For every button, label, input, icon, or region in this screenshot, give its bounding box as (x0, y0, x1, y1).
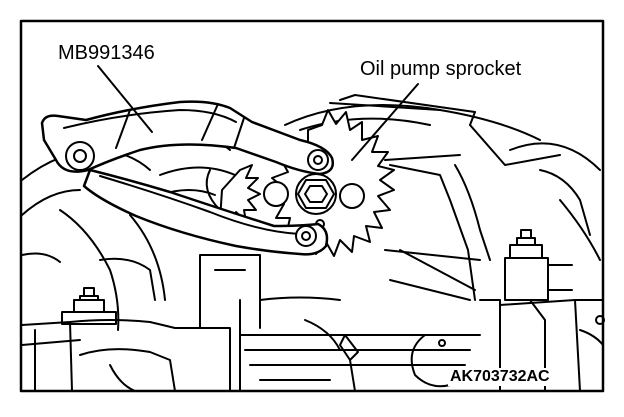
engine-bottom-housing (21, 254, 605, 392)
bolt-right (504, 229, 573, 301)
special-tool-mb991346 (40, 100, 334, 256)
bolt-lower-left (61, 287, 117, 325)
leader-line-sprocket (351, 83, 419, 161)
leader-line-tool (97, 65, 153, 133)
figure-code-label: AK703732AC (448, 368, 552, 386)
sprocket-label: Oil pump sprocket (358, 58, 524, 80)
frame-border (19, 19, 605, 393)
tool-part-number-label: MB991346 (56, 42, 157, 64)
